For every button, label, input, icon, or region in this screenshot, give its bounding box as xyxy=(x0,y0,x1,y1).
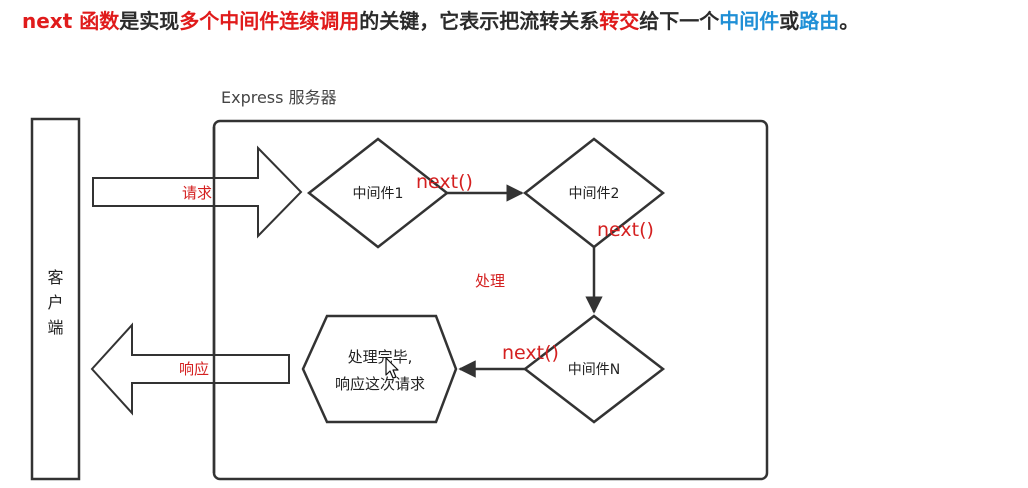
middleware-n-diamond xyxy=(522,314,666,424)
headline-text: 是实现 xyxy=(119,9,180,33)
done-label-line-2: 响应这次请求 xyxy=(335,375,425,393)
done-label-line-1: 处理完毕, xyxy=(348,348,413,366)
client-label-2: 户 xyxy=(47,293,63,312)
response-label: 响应 xyxy=(179,360,209,378)
headline-text: 或 xyxy=(779,9,800,33)
middleware-n-label: 中间件N xyxy=(568,362,620,378)
request-label: 请求 xyxy=(182,184,212,202)
headline-highlight: 多个中间件连续调用 xyxy=(179,9,360,33)
headline-highlight: 转交 xyxy=(599,9,640,33)
client-label-1: 客 xyxy=(47,268,63,287)
headline-route: 路由 xyxy=(799,9,840,33)
headline-text: 的关键，它表示把流转关系 xyxy=(359,9,600,33)
next-label-1: next() xyxy=(416,171,473,193)
middleware-1-label: 中间件1 xyxy=(353,186,404,202)
server-label: Express 服务器 xyxy=(221,88,337,107)
server-box xyxy=(212,119,769,481)
headline: next 函数是实现多个中间件连续调用的关键，它表示把流转关系转交给下一个中间件… xyxy=(22,6,1022,36)
headline-next-function: next 函数 xyxy=(22,9,120,33)
mouse-cursor-icon xyxy=(385,357,399,379)
middleware-2-label: 中间件2 xyxy=(569,186,620,202)
next-label-2: next() xyxy=(597,219,654,241)
response-arrow xyxy=(90,322,290,416)
request-arrow xyxy=(92,145,303,239)
client-label-3: 端 xyxy=(47,318,63,337)
done-hexagon xyxy=(301,314,458,424)
headline-text: 。 xyxy=(839,9,860,33)
next-label-3: next() xyxy=(502,342,559,364)
process-label: 处理 xyxy=(475,272,505,290)
middleware-1-diamond xyxy=(306,137,450,249)
headline-text: 给下一个 xyxy=(639,9,720,33)
headline-middleware: 中间件 xyxy=(719,9,780,33)
client-box xyxy=(30,117,81,481)
